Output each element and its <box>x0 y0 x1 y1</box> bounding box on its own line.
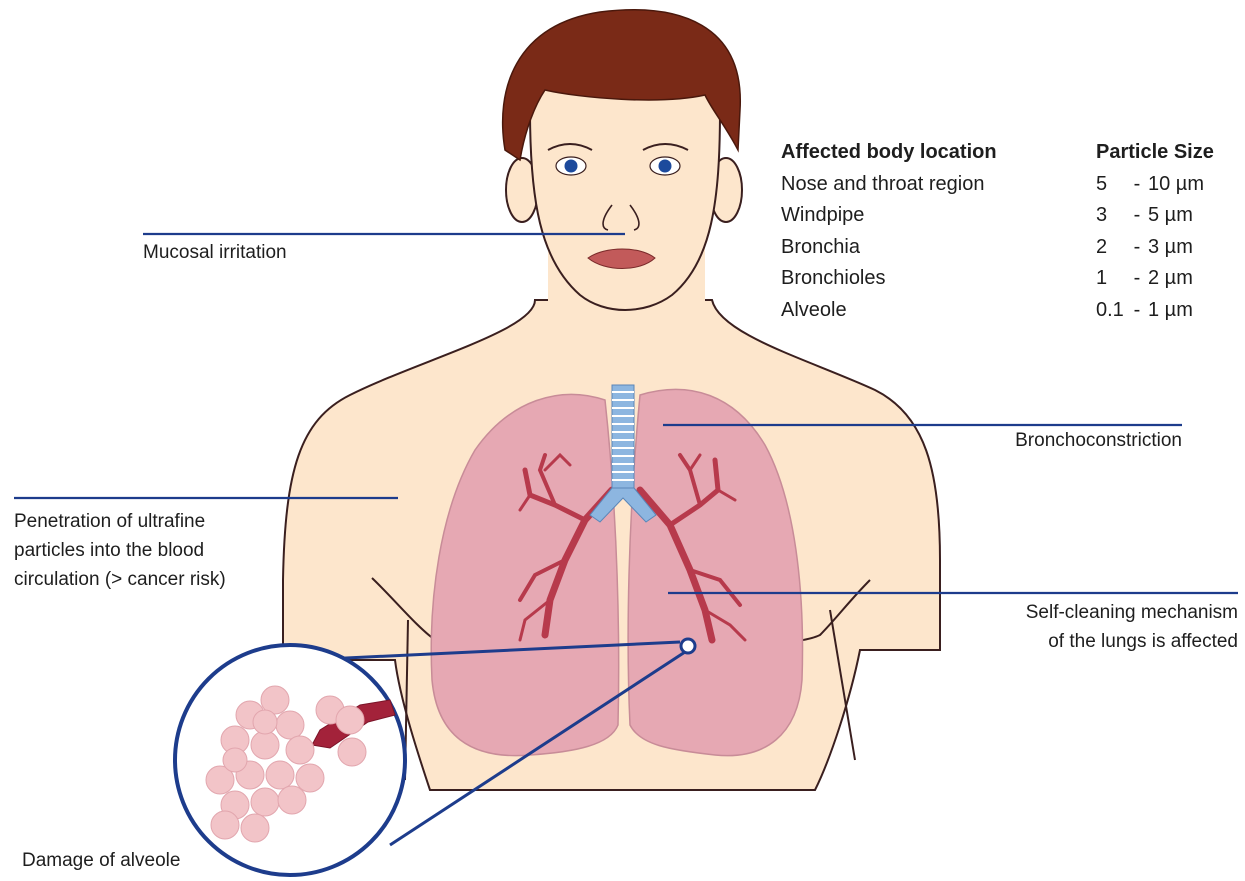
row-size-low: 3 <box>1096 200 1126 232</box>
label-self-cleaning-line: Self-cleaning mechanism <box>1026 598 1238 627</box>
row-size-low: 1 <box>1096 263 1126 295</box>
label-penetration: Penetration of ultrafine particles into … <box>14 507 226 594</box>
label-penetration-line: particles into the blood <box>14 536 226 565</box>
alveole-location-marker <box>681 639 695 653</box>
row-location: Bronchia <box>781 232 860 264</box>
label-self-cleaning-line: of the lungs is affected <box>1026 627 1238 656</box>
label-self-cleaning: Self-cleaning mechanism of the lungs is … <box>1026 598 1238 656</box>
row-location: Alveole <box>781 295 847 327</box>
header-location: Affected body location <box>781 137 997 169</box>
label-penetration-line: circulation (> cancer risk) <box>14 565 226 594</box>
alveole-magnifier <box>175 645 405 875</box>
row-size-high: 2 µm <box>1148 267 1193 289</box>
label-bronchoconstriction: Bronchoconstriction <box>1015 426 1182 455</box>
row-size-low: 0.1 <box>1096 295 1126 327</box>
header-size: Particle Size <box>1096 137 1214 169</box>
row-location: Nose and throat region <box>781 169 984 201</box>
row-size-high: 10 µm <box>1148 173 1204 195</box>
row-location: Bronchioles <box>781 263 886 295</box>
row-location: Windpipe <box>781 200 864 232</box>
label-mucosal-irritation: Mucosal irritation <box>143 238 287 267</box>
row-size-high: 3 µm <box>1148 236 1193 258</box>
row-size-high: 5 µm <box>1148 204 1193 226</box>
row-size-low: 2 <box>1096 232 1126 264</box>
row-size-high: 1 µm <box>1148 299 1193 321</box>
label-damage-of-alveole: Damage of alveole <box>22 846 180 875</box>
label-penetration-line: Penetration of ultrafine <box>14 507 226 536</box>
row-size-low: 5 <box>1096 169 1126 201</box>
